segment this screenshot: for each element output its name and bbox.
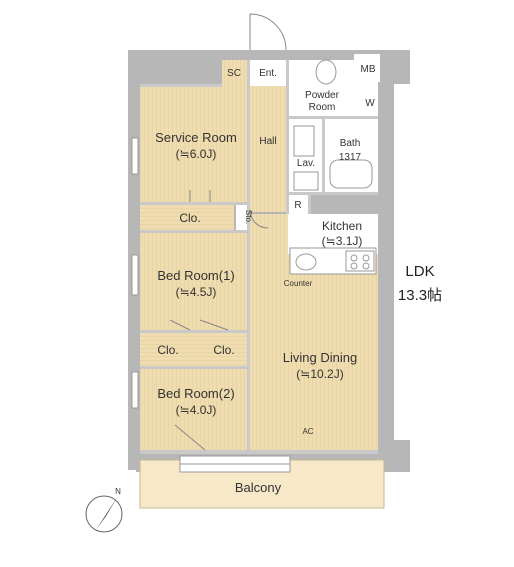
r-floor bbox=[288, 194, 308, 214]
entrance-floor bbox=[250, 60, 286, 86]
bathtub-icon bbox=[329, 159, 373, 189]
internal-walls bbox=[140, 60, 378, 454]
w-label: W bbox=[365, 98, 375, 109]
mb-floor bbox=[354, 54, 380, 82]
ldk-label: LDK bbox=[405, 263, 434, 280]
service-room-label: Service Room bbox=[155, 130, 237, 145]
balcony-area bbox=[139, 455, 385, 509]
service-room-size: (≒6.0J) bbox=[176, 147, 217, 161]
bed-room-1-label: Bed Room(1) bbox=[157, 268, 234, 283]
room-labels: SC Ent. MB Powder Room W Service Room (≒… bbox=[155, 64, 376, 495]
sink-icon bbox=[295, 253, 317, 271]
service-room-floor bbox=[140, 86, 247, 202]
windows bbox=[131, 137, 139, 409]
counter-label: Counter bbox=[284, 279, 313, 288]
bed-room-1-floor bbox=[140, 232, 247, 330]
stove-icon bbox=[345, 250, 375, 272]
bed-room-2-size: (≒4.0J) bbox=[176, 403, 217, 417]
floors bbox=[140, 54, 380, 450]
closets-mid-floor bbox=[140, 332, 247, 366]
hall-floor bbox=[250, 86, 286, 212]
lav-label: Lav. bbox=[297, 158, 315, 169]
powder-room-label-line1: Powder bbox=[305, 90, 340, 101]
bed-room-1-size: (≒4.5J) bbox=[176, 285, 217, 299]
storage-label: Sto. bbox=[244, 210, 253, 224]
sc-label: SC bbox=[227, 68, 241, 79]
storage-floor bbox=[236, 204, 250, 230]
washbasin-icon bbox=[293, 125, 315, 157]
kitchen-floor bbox=[288, 214, 378, 254]
bath-size: 1317 bbox=[339, 152, 362, 163]
bath-label: Bath bbox=[340, 138, 361, 149]
entrance-label: Ent. bbox=[259, 68, 277, 79]
fixtures bbox=[293, 59, 373, 191]
balcony-label: Balcony bbox=[235, 480, 282, 495]
closet-left-label: Clo. bbox=[157, 343, 178, 357]
bath-floor bbox=[324, 118, 378, 192]
living-dining-label: Living Dining bbox=[283, 350, 357, 365]
compass: N bbox=[85, 487, 123, 533]
kitchen-label: Kitchen bbox=[322, 219, 362, 233]
closet-top-label: Clo. bbox=[179, 211, 200, 225]
closet-top-floor bbox=[140, 204, 234, 230]
r-label: R bbox=[294, 200, 301, 211]
ldk-size: 13.3帖 bbox=[398, 287, 442, 304]
kitchen-size: (≒3.1J) bbox=[322, 234, 363, 248]
sc-floor bbox=[222, 60, 247, 86]
compass-north-label: N bbox=[115, 487, 121, 496]
lav-floor bbox=[288, 118, 322, 192]
living-dining-size: (≒10.2J) bbox=[296, 367, 343, 381]
kitchen-counter bbox=[289, 247, 377, 275]
doors bbox=[169, 13, 287, 451]
mb-label: MB bbox=[361, 64, 376, 75]
bed-room-2-floor bbox=[140, 368, 247, 450]
washing-machine-icon bbox=[293, 171, 319, 191]
ac-label: AC bbox=[302, 427, 313, 436]
north-arrow-icon bbox=[96, 496, 118, 530]
bed-room-2-label: Bed Room(2) bbox=[157, 386, 234, 401]
toilet-icon bbox=[315, 59, 337, 85]
ldk-caption: LDK 13.3帖 bbox=[398, 263, 442, 304]
powder-room-label-line2: Room bbox=[309, 102, 336, 113]
hall-label: Hall bbox=[259, 136, 276, 147]
closet-right-label: Clo. bbox=[213, 343, 234, 357]
compass-circle bbox=[85, 495, 123, 533]
